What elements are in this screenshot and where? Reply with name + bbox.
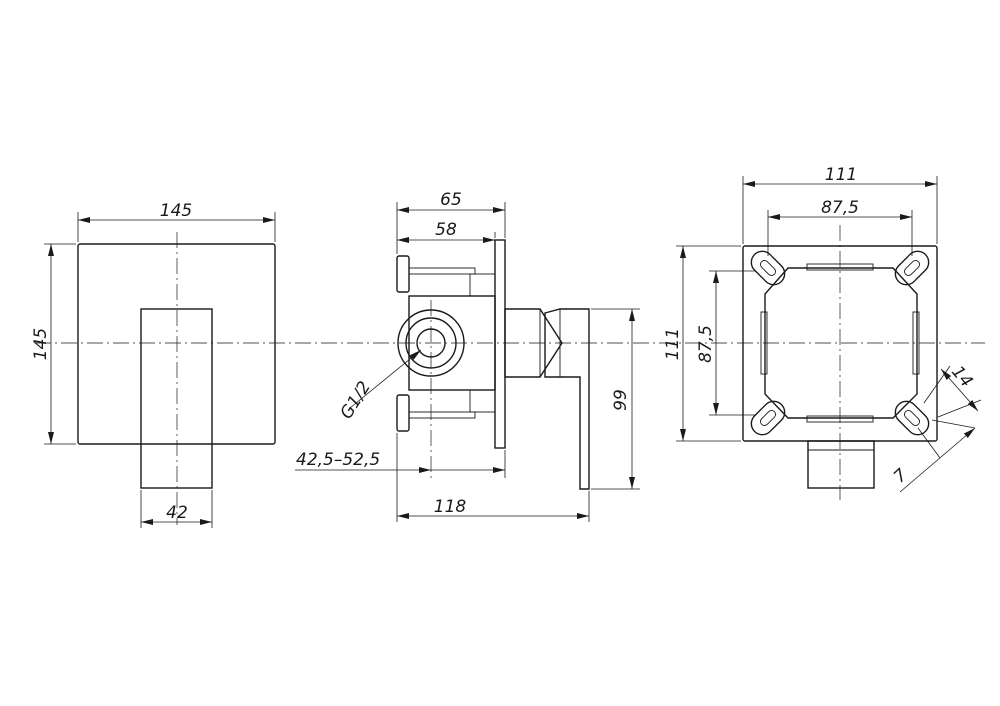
hole-spacing-v-label: 87,5 bbox=[696, 325, 716, 363]
recess-right bbox=[912, 311, 920, 375]
slot-bottom-left bbox=[750, 400, 786, 436]
bottom-mount-post bbox=[469, 389, 496, 413]
slot-bottom-right bbox=[894, 400, 930, 436]
handle-lever bbox=[544, 308, 590, 490]
bottom-mount-bracket bbox=[396, 394, 410, 432]
slot-width-extension-b bbox=[931, 419, 976, 429]
valve-flange bbox=[494, 239, 506, 449]
depth-total-label: 65 bbox=[440, 190, 462, 210]
slot-length-dimension bbox=[940, 368, 979, 412]
outlet-pipe bbox=[807, 440, 875, 489]
slot-top-right bbox=[894, 250, 930, 286]
slot-top-left bbox=[750, 250, 786, 286]
top-mount-pin bbox=[408, 267, 476, 275]
slot-width-dimension bbox=[899, 427, 976, 493]
front-plate bbox=[77, 243, 276, 445]
top-mount-bracket bbox=[396, 255, 410, 293]
top-mount-post bbox=[469, 273, 496, 297]
slot-length-label: 14 bbox=[947, 362, 976, 391]
frame-width-label: 111 bbox=[825, 165, 857, 185]
front-view: 145 145 42 bbox=[31, 201, 276, 528]
front-height-label: 145 bbox=[31, 328, 51, 360]
overall-length-label: 118 bbox=[434, 497, 467, 517]
front-width-label: 145 bbox=[160, 201, 192, 221]
side-view: 65 58 G1/2 42,5–52,5 118 99 bbox=[295, 190, 640, 522]
handle-height-label: 99 bbox=[611, 389, 631, 411]
handle-cartridge bbox=[504, 308, 563, 378]
handle-width-label: 42 bbox=[166, 503, 188, 523]
install-depth-label: 42,5–52,5 bbox=[296, 450, 380, 470]
recess-left bbox=[760, 311, 768, 375]
thread-leader bbox=[349, 349, 422, 409]
bottom-mount-pin bbox=[408, 411, 476, 419]
slot-width-label: 7 bbox=[890, 465, 912, 487]
thread-label: G1/2 bbox=[337, 378, 375, 423]
slot-width-extension-a bbox=[917, 427, 941, 459]
frame-height-label: 111 bbox=[663, 328, 683, 360]
inner-body-outline bbox=[764, 267, 918, 419]
depth-body-label: 58 bbox=[435, 220, 457, 240]
hole-spacing-h-label: 87,5 bbox=[821, 198, 859, 218]
slot-length-extension-b bbox=[937, 399, 982, 418]
rear-view: 111 87,5 111 87,5 14 7 bbox=[663, 165, 982, 500]
front-handle bbox=[140, 308, 213, 489]
